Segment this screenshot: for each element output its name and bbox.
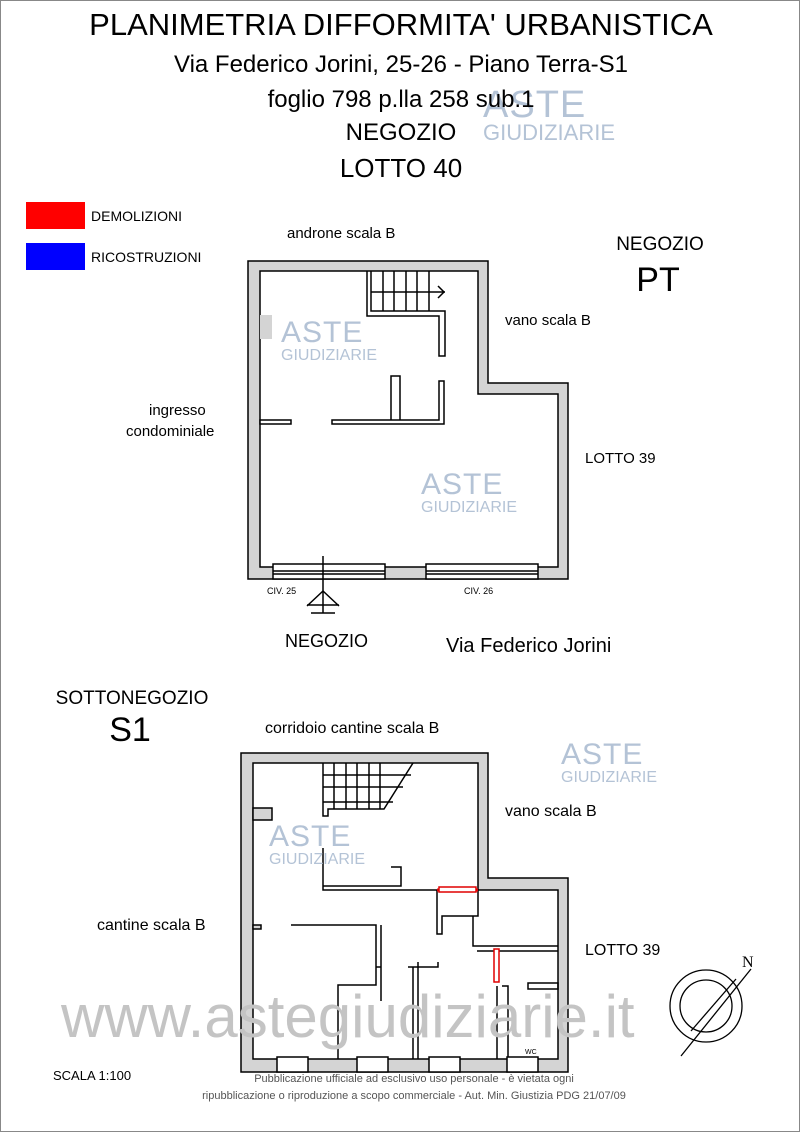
inner-outline	[252, 762, 559, 1060]
label-lotto-39: LOTTO 39	[585, 450, 656, 467]
ground-floor-title: NEGOZIO	[616, 234, 704, 255]
label-cantine: cantine scala B	[97, 917, 206, 934]
basement-title: SOTTONEGOZIO	[55, 688, 209, 709]
basement-level: S1	[109, 711, 151, 749]
demolition-opening	[493, 948, 500, 983]
label-wc: WC	[525, 1049, 537, 1056]
internal-wall	[331, 375, 445, 425]
stairs	[322, 762, 414, 817]
footer-line-2: ripubblicazione o riproduzione a scopo c…	[202, 1090, 626, 1102]
basement-plan	[240, 752, 569, 1073]
demolition-opening	[438, 886, 477, 893]
label-androne: androne scala B	[287, 225, 396, 242]
legend-swatch-reconstructions	[26, 243, 85, 270]
watermark-url: www.astegiudiziarie.it	[61, 983, 635, 1050]
label-entrance: NEGOZIO	[285, 631, 369, 651]
legend-label-reconstructions: RICOSTRUZIONI	[91, 249, 202, 265]
label-vano-scala: vano scala B	[505, 312, 591, 329]
label-ingresso: ingresso	[149, 402, 206, 419]
property-use: NEGOZIO	[345, 119, 457, 146]
footer-line-1: Pubblicazione ufficiale ad esclusivo uso…	[254, 1073, 574, 1085]
label-lotto-39: LOTTO 39	[585, 942, 661, 959]
plan-title: PLANIMETRIA DIFFORMITA' URBANISTICA	[89, 7, 713, 42]
inner-outline	[259, 270, 559, 568]
label-vano-scala: vano scala B	[505, 803, 597, 820]
label-civ-26: CIV. 26	[464, 586, 494, 596]
address: Via Federico Jorini, 25-26 - Piano Terra…	[173, 51, 629, 78]
label-corridoio: corridoio cantine scala B	[265, 720, 440, 737]
stairs	[366, 271, 446, 357]
scale-label: SCALA 1:100	[53, 1068, 132, 1083]
label-civ-25: CIV. 25	[267, 586, 297, 596]
north-label: N	[742, 954, 754, 971]
cadastral-reference: foglio 798 p.lla 258 sub.1	[267, 86, 535, 113]
lot-number: LOTTO 40	[339, 153, 463, 183]
north-arrow-icon	[669, 968, 752, 1057]
legend-label-demolitions: DEMOLIZIONI	[91, 208, 183, 224]
ground-floor-level: PT	[636, 261, 680, 299]
legend-swatch-demolitions	[26, 202, 85, 229]
label-street: Via Federico Jorini	[446, 635, 612, 657]
ground-floor-plan	[247, 260, 569, 614]
label-condominiale: condominiale	[126, 423, 215, 440]
